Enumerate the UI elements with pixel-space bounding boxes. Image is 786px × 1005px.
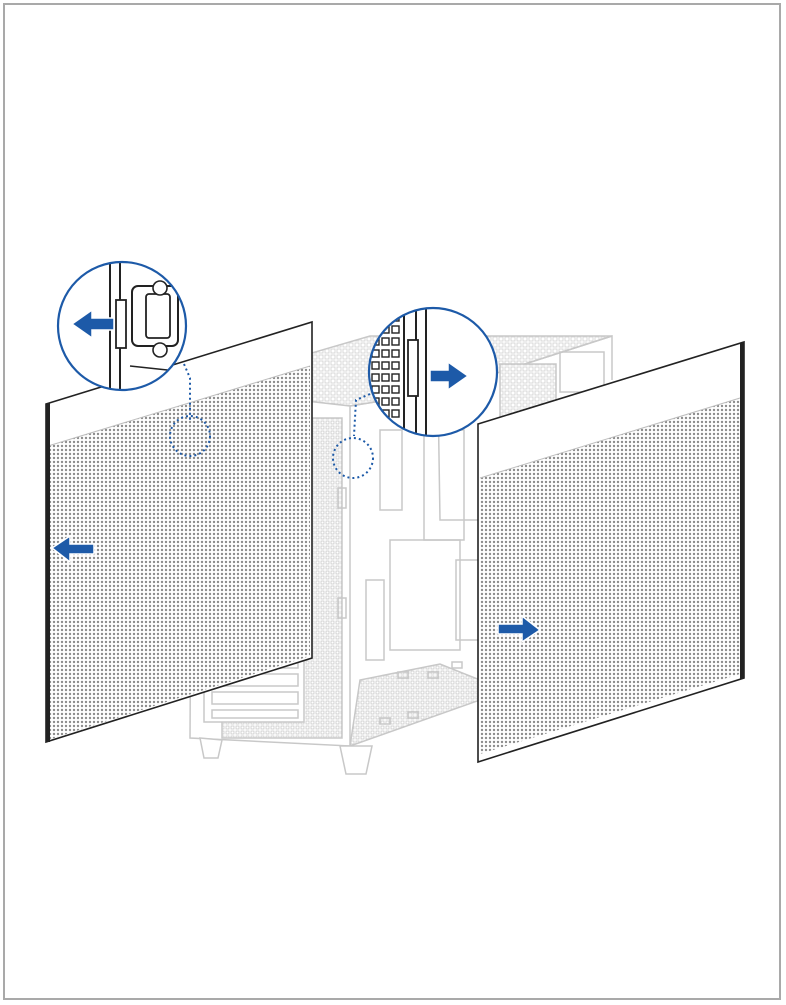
panel-removal-diagram	[0, 0, 786, 1005]
